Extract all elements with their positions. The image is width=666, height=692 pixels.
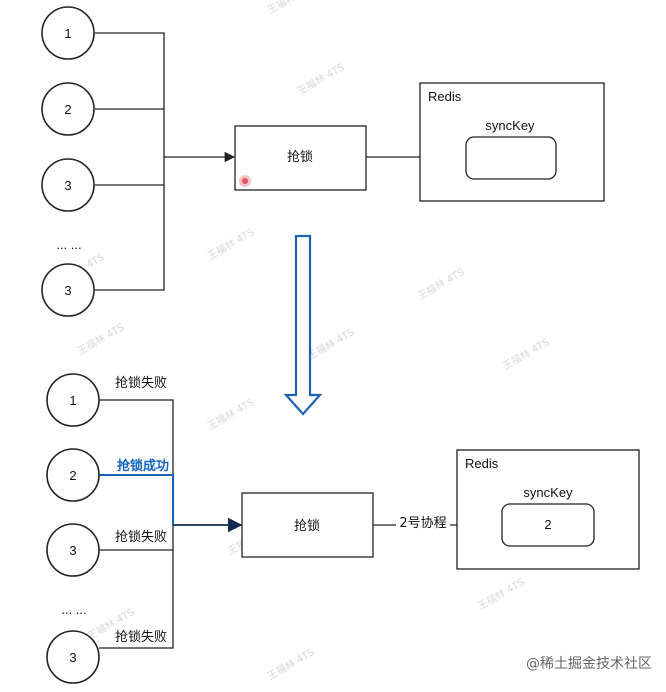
synckey-slot (465, 136, 557, 180)
node-label: 1 (64, 26, 71, 41)
bottom-node-2: 2 (46, 448, 100, 502)
lock-box-label: 抢锁 (287, 149, 313, 165)
watermark: 王福林 4TS (415, 265, 467, 302)
watermark: 王福林 4TS (305, 325, 357, 362)
watermark: 王福林 4TS (205, 225, 257, 262)
node-label: 3 (64, 283, 71, 298)
node-label: 3 (69, 650, 76, 665)
node-label: 3 (64, 178, 71, 193)
top-node-2: 2 (41, 82, 95, 136)
status-label: 抢锁失败 (115, 375, 167, 391)
bottom-node-3: 3 (46, 523, 100, 577)
redis-title: Redis (465, 456, 499, 471)
status-label-success: 抢锁成功 (117, 458, 169, 474)
node-label: 2 (64, 102, 71, 117)
top-diagram: 1 2 3 ... ... 3 抢锁 Redis (41, 6, 605, 317)
synckey-label: syncKey (523, 485, 573, 500)
synckey-value: 2 (544, 517, 551, 532)
status-label: 抢锁失败 (115, 529, 167, 545)
bottom-redis-container: Redis syncKey 2 (456, 449, 640, 570)
watermark: 王福林 4TS (295, 60, 347, 97)
cursor-indicator (239, 175, 251, 187)
edge-label-bg (396, 514, 450, 530)
top-ellipsis: ... ... (56, 237, 81, 252)
top-node-3: 3 (41, 158, 95, 212)
success-path (99, 474, 174, 525)
bottom-node-1: 1 (46, 373, 100, 427)
top-lock-box: 抢锁 (234, 125, 367, 191)
node-label: 2 (69, 468, 76, 483)
top-node-4: 3 (41, 263, 95, 317)
watermark: 王福林 4TS (265, 0, 317, 17)
node-label: 1 (69, 393, 76, 408)
top-node-1: 1 (41, 6, 95, 60)
redis-title: Redis (428, 89, 462, 104)
bottom-diagram: 抢锁失败 抢锁成功 抢锁失败 抢锁失败 1 2 3 ... ... 3 抢锁 2… (46, 373, 640, 684)
watermark: 王福林 4TS (75, 320, 127, 357)
bottom-node-4: 3 (46, 630, 100, 684)
bottom-bus-line (99, 399, 174, 649)
edge-label: 2号协程 (399, 516, 446, 531)
lock-box-label: 抢锁 (294, 518, 320, 534)
synckey-label: syncKey (485, 118, 535, 133)
top-bus-line (95, 32, 165, 291)
watermark: 王福林 4TS (265, 645, 317, 682)
transition-arrow (283, 234, 323, 416)
status-label: 抢锁失败 (115, 629, 167, 645)
watermark: 王福林 4TS (475, 575, 527, 612)
node-label: 3 (69, 543, 76, 558)
synckey-slot (501, 503, 595, 547)
watermark: 王福林 4TS (500, 335, 552, 372)
bottom-ellipsis: ... ... (61, 602, 86, 617)
bottom-lock-box: 抢锁 (241, 492, 374, 558)
brand-watermark: @稀土掘金技术社区 (526, 656, 652, 672)
top-redis-container: Redis syncKey (419, 82, 605, 202)
watermark: 王福林 4TS (205, 395, 257, 432)
